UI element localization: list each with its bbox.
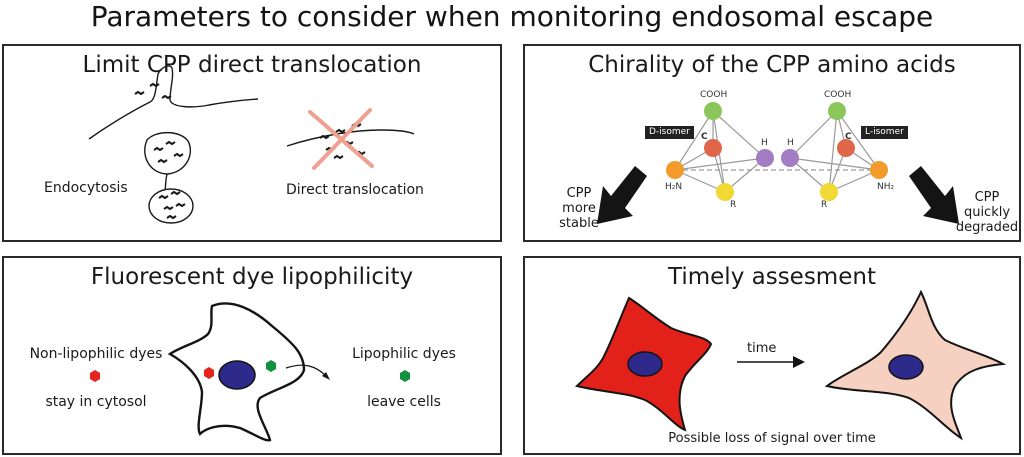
arrow-right-down-icon xyxy=(909,166,959,224)
nh2-label: NH₂ xyxy=(877,182,895,192)
r-atom-left xyxy=(716,183,734,201)
c-atom-left xyxy=(704,139,722,157)
loss-of-signal-caption: Possible loss of signal over time xyxy=(668,431,876,446)
outcome-right-line-3: degraded xyxy=(955,220,1019,235)
red-dye-in-cell-icon xyxy=(204,367,214,379)
outcome-left: CPP more stable xyxy=(551,186,607,231)
leave-cells-label: leave cells xyxy=(367,394,441,410)
d-isomer-tag: D-isomer xyxy=(645,126,694,139)
main-title: Parameters to consider when monitoring e… xyxy=(90,0,934,33)
h2n-label: H₂N xyxy=(665,182,683,192)
h-atom-right xyxy=(781,149,799,167)
c-atom-right xyxy=(837,139,855,157)
outcome-right: CPP quickly degraded xyxy=(955,190,1019,235)
nucleus-before xyxy=(627,351,663,377)
endocytosis-label: Endocytosis xyxy=(44,180,128,196)
h-label-left: H xyxy=(761,138,768,148)
r-label-left: R xyxy=(730,200,737,210)
panel-title-translocation: Limit CPP direct translocation xyxy=(82,52,422,78)
exit-arrow xyxy=(285,364,327,377)
h-label-right: H xyxy=(787,138,794,148)
stay-in-cytosol-label: stay in cytosol xyxy=(45,394,147,410)
r-label-right: R xyxy=(821,200,828,210)
outcome-right-line-2: quickly xyxy=(963,205,1011,220)
c-label-left: C xyxy=(701,132,708,142)
panel-lipophilicity: Fluorescent dye lipophilicity Non-lipoph… xyxy=(2,256,502,455)
endocytosis-membrane xyxy=(88,65,259,140)
h-atom-left xyxy=(756,149,774,167)
panel-chirality: Chirality of the CPP amino acids xyxy=(523,44,1021,242)
l-isomer-tag: L-isomer xyxy=(861,126,908,139)
panel-title-chirality: Chirality of the CPP amino acids xyxy=(588,52,956,78)
panel-title-timely: Timely assesment xyxy=(668,264,876,290)
cross-icon xyxy=(308,108,374,170)
outcome-left-line-3: stable xyxy=(559,216,599,231)
translocation-illustration xyxy=(88,65,415,224)
cooh-atom-left xyxy=(704,102,722,120)
early-endosome xyxy=(144,131,192,175)
nh2-atom-right xyxy=(870,161,888,179)
time-label: time xyxy=(747,341,777,356)
panel-title-lipophilicity: Fluorescent dye lipophilicity xyxy=(90,264,414,290)
panel-translocation: Limit CPP direct translocation xyxy=(2,44,502,242)
cooh-atom-right xyxy=(828,102,846,120)
green-dye-in-cell-icon xyxy=(266,360,276,372)
chirality-illustration xyxy=(597,102,959,224)
timely-illustration xyxy=(575,289,1007,441)
outcome-left-line-2: more xyxy=(562,201,596,216)
direct-translocation-label: Direct translocation xyxy=(286,182,424,198)
panel-timely: Timely assesment time Possible loss of s… xyxy=(523,256,1021,455)
outcome-left-line-1: CPP xyxy=(566,186,592,201)
lipophilicity-illustration xyxy=(90,302,410,442)
c-label-right: C xyxy=(845,132,852,142)
nucleus xyxy=(218,360,256,390)
h2n-atom-left xyxy=(666,161,684,179)
non-lipophilic-label: Non-lipophilic dyes xyxy=(29,346,163,362)
cpp-particles xyxy=(134,82,366,220)
r-atom-right xyxy=(820,183,838,201)
lipophilic-label: Lipophilic dyes xyxy=(352,346,456,362)
cooh-label-right: COOH xyxy=(824,90,852,100)
direct-membrane xyxy=(286,129,415,147)
nucleus-after xyxy=(888,354,924,380)
green-dye-legend-icon xyxy=(400,370,410,382)
outcome-right-line-1: CPP xyxy=(974,190,1000,205)
late-endosome xyxy=(148,188,194,224)
cooh-label-left: COOH xyxy=(700,90,728,100)
arrow-left-down-icon xyxy=(597,166,647,224)
red-dye-legend-icon xyxy=(90,370,100,382)
